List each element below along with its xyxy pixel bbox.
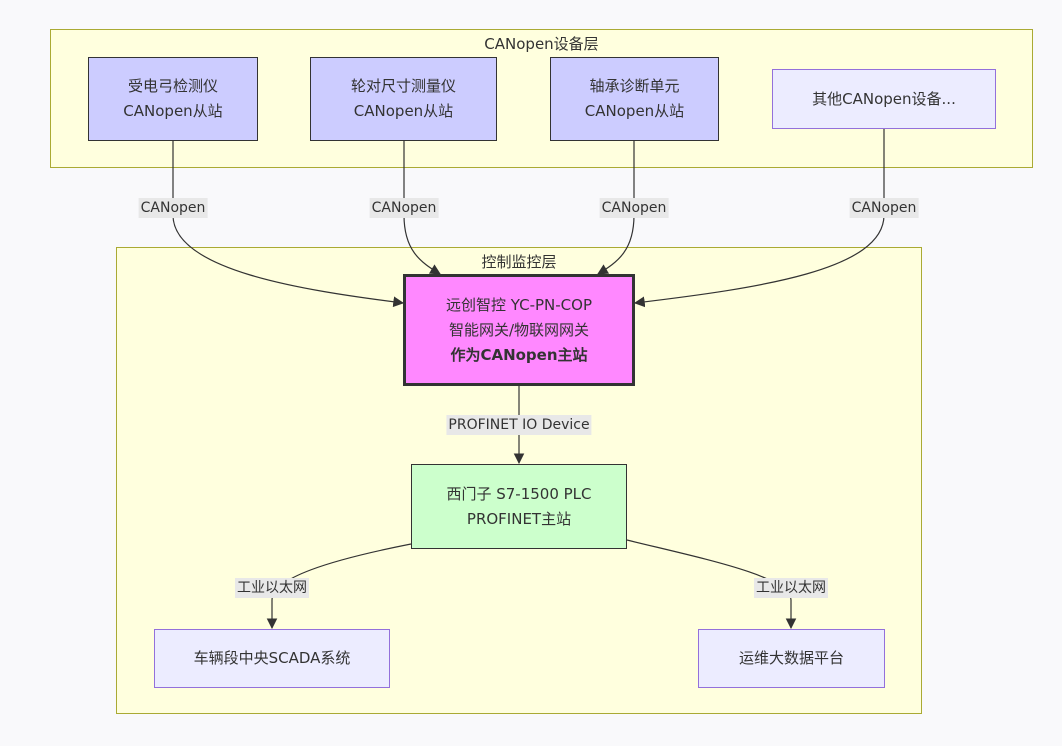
edge-other-gateway <box>633 128 885 308</box>
wheelset-measurer-name: 轮对尺寸测量仪 <box>350 77 456 95</box>
wheelset-measurer-role: CANopen从站 <box>353 102 454 120</box>
scada-system-node[interactable]: 车辆段中央SCADA系统 <box>154 629 390 688</box>
edge-label-canopen-1: CANopen <box>138 198 208 218</box>
gateway-role: 作为CANopen主站 <box>450 345 588 364</box>
cluster-title-device-layer: CANopen设备层 <box>484 35 599 53</box>
gateway-type: 智能网关/物联网网关 <box>448 320 590 339</box>
wheelset-measurer-node[interactable]: 轮对尺寸测量仪 CANopen从站 <box>310 57 497 141</box>
maintenance-platform-name: 运维大数据平台 <box>738 649 844 667</box>
other-canopen-devices-name: 其他CANopen设备... <box>812 89 956 108</box>
pantograph-detector-role: CANopen从站 <box>123 102 223 120</box>
plc-name: 西门子 S7-1500 PLC <box>446 484 592 503</box>
cluster-title-control-layer: 控制监控层 <box>481 253 557 271</box>
maintenance-platform-node[interactable]: 运维大数据平台 <box>698 629 885 688</box>
edge-label-canopen-4: CANopen <box>849 198 919 218</box>
plc-role: PROFINET主站 <box>466 509 572 528</box>
edge-label-profinet: PROFINET IO Device <box>446 415 592 435</box>
bearing-diagnosis-name: 轴承诊断单元 <box>589 77 680 95</box>
gateway-master-node[interactable]: 远创智控 YC-PN-COP 智能网关/物联网网关 作为CANopen主站 <box>403 274 635 386</box>
pantograph-detector-name: 受电弓检测仪 <box>127 77 218 95</box>
edge-label-ethernet-2: 工业以太网 <box>754 578 828 598</box>
edge-pantograph-gateway <box>172 141 405 308</box>
scada-system-name: 车辆段中央SCADA系统 <box>193 649 351 667</box>
edge-label-ethernet-1: 工业以太网 <box>235 578 309 598</box>
bearing-diagnosis-node[interactable]: 轴承诊断单元 CANopen从站 <box>550 57 719 141</box>
edge-label-canopen-2: CANopen <box>369 198 439 218</box>
pantograph-detector-node[interactable]: 受电弓检测仪 CANopen从站 <box>88 57 258 141</box>
gateway-name: 远创智控 YC-PN-COP <box>445 295 592 314</box>
other-canopen-devices-node[interactable]: 其他CANopen设备... <box>772 69 996 129</box>
plc-node[interactable]: 西门子 S7-1500 PLC PROFINET主站 <box>411 464 627 549</box>
bearing-diagnosis-role: CANopen从站 <box>584 102 685 120</box>
edge-label-canopen-3: CANopen <box>599 198 669 218</box>
